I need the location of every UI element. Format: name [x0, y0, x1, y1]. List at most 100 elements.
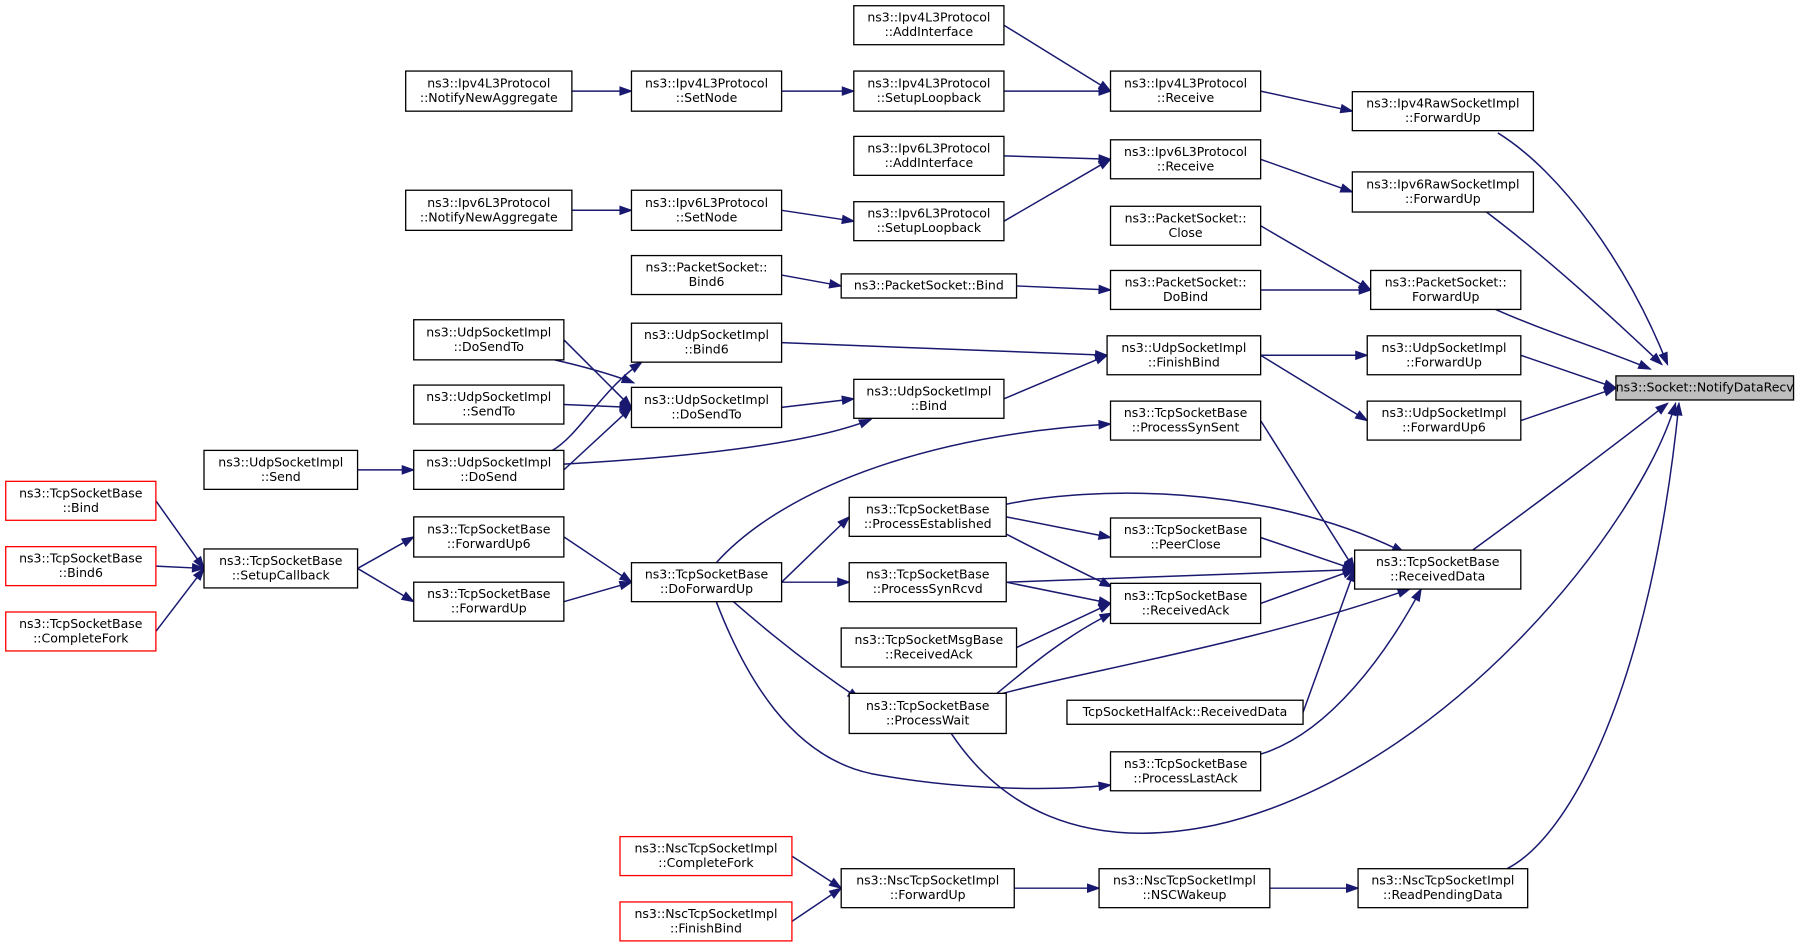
- call-edge-ipv6l3setnode-to-ipv6l3loop: [781, 209, 856, 225]
- function-node-udpsend[interactable]: ns3::UdpSocketImpl::Send: [203, 449, 359, 491]
- call-edge-tcpmsgack-to-tcprecvack: [1016, 602, 1113, 649]
- function-node-udpfwd6[interactable]: ns3::UdpSocketImpl::ForwardUp6: [1366, 400, 1522, 441]
- function-node-label: ::DoSendTo: [454, 339, 524, 354]
- function-node-nscwake[interactable]: ns3::NscTcpSocketImpl::NSCWakeup: [1098, 868, 1271, 909]
- function-node-pktbind[interactable]: ns3::PacketSocket::Bind: [840, 273, 1018, 299]
- call-edge-tcppeerclose-to-tcprecvdata: [1260, 536, 1357, 571]
- function-node-label: ns3::UdpSocketImpl: [426, 389, 551, 404]
- function-node-label: ::SetupLoopback: [877, 90, 982, 105]
- function-node-ipv4raw[interactable]: ns3::Ipv4RawSocketImpl::ForwardUp: [1351, 91, 1535, 132]
- function-node-label: Close: [1169, 225, 1203, 240]
- function-node-label: ns3::Ipv6L3Protocol: [427, 195, 550, 210]
- function-node-tcpdofwd[interactable]: ns3::TcpSocketBase::DoForwardUp: [630, 562, 783, 603]
- call-edge-udpdosend-to-udpbind: [563, 418, 873, 465]
- function-node-tcpfwd[interactable]: ns3::TcpSocketBase::ForwardUp: [413, 581, 565, 622]
- function-node-tcpmsgack[interactable]: ns3::TcpSocketMsgBase::ReceivedAck: [840, 627, 1018, 668]
- call-edge-tcpfwd6-to-tcpdofwd: [563, 536, 633, 584]
- function-node-label: ns3::UdpSocketImpl: [866, 383, 991, 398]
- function-node-udpbind[interactable]: ns3::UdpSocketImpl::Bind: [853, 378, 1005, 419]
- call-edge-tcprecvack-to-tcprecvdata: [1260, 568, 1357, 605]
- function-node-label: ::ForwardUp: [1405, 191, 1481, 206]
- function-node-root[interactable]: ns3::Socket::NotifyDataRecv: [1615, 375, 1795, 401]
- function-node-ipv6l3addif[interactable]: ns3::Ipv6L3Protocol::AddInterface: [853, 135, 1005, 176]
- function-node-label: ::ForwardUp6: [447, 536, 531, 551]
- function-node-nscread[interactable]: ns3::NscTcpSocketImpl::ReadPendingData: [1357, 868, 1529, 909]
- function-node-tcpestab[interactable]: ns3::TcpSocketBase::ProcessEstablished: [848, 496, 1007, 537]
- function-node-nsccomplete[interactable]: ns3::NscTcpSocketImpl::CompleteFork: [619, 835, 793, 877]
- function-node-udpdosend[interactable]: ns3::UdpSocketImpl::DoSend: [413, 449, 565, 491]
- function-node-halfack[interactable]: TcpSocketHalfAck::ReceivedData: [1066, 699, 1304, 725]
- call-edge-udpdosendto2-to-udpbind: [781, 395, 856, 409]
- call-edge-nscfwd-to-nscwake: [1014, 883, 1101, 894]
- call-edge-udpfinish-to-udpfwd: [1260, 350, 1369, 361]
- function-node-tcppeerclose[interactable]: ns3::TcpSocketBase::PeerClose: [1109, 517, 1262, 558]
- function-node-label: ::AddInterface: [885, 24, 974, 39]
- call-edge-tcprecvdata-to-root: [1472, 402, 1669, 551]
- function-node-tcpcomplete[interactable]: ns3::TcpSocketBase::CompleteFork: [5, 611, 157, 652]
- function-node-pktbind6[interactable]: ns3::PacketSocket::Bind6: [630, 254, 783, 296]
- function-node-tcpfwd6[interactable]: ns3::TcpSocketBase::ForwardUp6: [413, 516, 565, 558]
- call-edge-tcpsetupcb-to-tcpfwd: [357, 567, 416, 603]
- call-edge-udpdosendto-to-udpdosendto2: [563, 339, 633, 409]
- function-node-udpbind6[interactable]: ns3::UdpSocketImpl::Bind6: [630, 322, 783, 363]
- function-node-label: ns3::TcpSocketBase: [866, 567, 990, 582]
- function-node-label: ::ReceivedAck: [1142, 602, 1230, 617]
- function-node-tcpbind[interactable]: ns3::TcpSocketBase::Bind: [5, 480, 157, 521]
- function-node-label: ::AddInterface: [885, 155, 974, 170]
- function-node-label: ::FinishBind: [1148, 354, 1220, 369]
- function-node-udpdosendto[interactable]: ns3::UdpSocketImpl::DoSendTo: [413, 319, 565, 361]
- function-node-label: ns3::UdpSocketImpl: [218, 454, 343, 469]
- function-node-tcpsynrcvd[interactable]: ns3::TcpSocketBase::ProcessSynRcvd: [848, 562, 1007, 603]
- function-node-ipv4l3loop[interactable]: ns3::Ipv4L3Protocol::SetupLoopback: [853, 70, 1005, 112]
- function-node-label: ns3::TcpSocketBase: [19, 551, 143, 566]
- call-edge-udpsend-to-udpdosend: [357, 465, 416, 475]
- call-edge-ipv6l3nna-to-ipv6l3setnode: [571, 205, 634, 216]
- call-edge-tcpdofwd-to-tcpestab: [781, 515, 851, 583]
- call-edge-halfack-to-tcprecvdata: [1302, 567, 1356, 713]
- function-node-ipv6l3loop[interactable]: ns3::Ipv6L3Protocol::SetupLoopback: [853, 201, 1005, 242]
- function-node-label: ns3::TcpSocketBase: [19, 485, 143, 500]
- function-node-udpdosendto2[interactable]: ns3::UdpSocketImpl::DoSendTo: [630, 386, 783, 429]
- function-node-tcpbind6[interactable]: ns3::TcpSocketBase::Bind6: [5, 546, 157, 587]
- function-node-tcpsetupcb[interactable]: ns3::TcpSocketBase::SetupCallback: [203, 548, 359, 589]
- function-node-udpsendto[interactable]: ns3::UdpSocketImpl::SendTo: [413, 384, 565, 425]
- function-node-pktclose[interactable]: ns3::PacketSocket::Close: [1109, 205, 1262, 246]
- call-edge-ipv6raw-to-root: [1485, 211, 1664, 366]
- function-node-tcpsynsent[interactable]: ns3::TcpSocketBase::ProcessSynSent: [1109, 400, 1262, 441]
- function-node-ipv6l3recv[interactable]: ns3::Ipv6L3Protocol::Receive: [1109, 139, 1262, 180]
- function-node-label: ::PeerClose: [1151, 536, 1221, 551]
- function-node-label: ::CompleteFork: [33, 630, 129, 645]
- function-node-nscfinish[interactable]: ns3::NscTcpSocketImpl::FinishBind: [619, 901, 793, 942]
- function-node-tcprecvdata[interactable]: ns3::TcpSocketBase::ReceivedData: [1353, 549, 1522, 590]
- function-node-label: ns3::TcpSocketBase: [1124, 756, 1248, 771]
- call-edge-pktbind-to-pktdobind: [1016, 284, 1113, 295]
- function-node-label: ns3::Ipv6L3Protocol: [645, 195, 768, 210]
- function-node-pktdobind[interactable]: ns3::PacketSocket::DoBind: [1109, 269, 1262, 311]
- function-node-tcplastack[interactable]: ns3::TcpSocketBase::ProcessLastAck: [1109, 751, 1262, 792]
- function-node-pktfwd[interactable]: ns3::PacketSocket::ForwardUp: [1370, 269, 1522, 311]
- function-node-ipv4l3recv[interactable]: ns3::Ipv4L3Protocol::Receive: [1109, 70, 1262, 112]
- function-node-ipv4l3addif[interactable]: ns3::Ipv4L3Protocol::AddInterface: [853, 5, 1005, 46]
- call-edge-tcpestab-to-tcprecvack: [1005, 533, 1114, 588]
- function-node-udpfwd[interactable]: ns3::UdpSocketImpl::ForwardUp: [1366, 335, 1522, 376]
- function-node-label: ::ProcessLastAck: [1133, 770, 1238, 785]
- function-node-label: ns3::UdpSocketImpl: [1382, 340, 1507, 355]
- function-node-label: ns3::TcpSocketBase: [1376, 554, 1500, 569]
- function-node-label: ::Receive: [1157, 90, 1215, 105]
- function-node-ipv4l3setnode[interactable]: ns3::Ipv4L3Protocol::SetNode: [630, 70, 783, 112]
- function-node-label: ::ForwardUp: [890, 887, 966, 902]
- function-node-ipv6l3setnode[interactable]: ns3::Ipv6L3Protocol::SetNode: [630, 189, 783, 232]
- function-node-ipv4l3nna[interactable]: ns3::Ipv4L3Protocol::NotifyNewAggregate: [405, 70, 573, 112]
- call-edge-ipv4l3nna-to-ipv4l3setnode: [571, 86, 634, 96]
- function-node-udpfinish[interactable]: ns3::UdpSocketImpl::FinishBind: [1106, 335, 1262, 376]
- function-node-ipv6l3nna[interactable]: ns3::Ipv6L3Protocol::NotifyNewAggregate: [405, 189, 573, 232]
- function-node-tcprecvack[interactable]: ns3::TcpSocketBase::ReceivedAck: [1109, 582, 1262, 625]
- call-edge-tcpsynrcvd-to-tcprecvack: [1006, 581, 1113, 606]
- function-node-label: ns3::NscTcpSocketImpl: [1371, 873, 1514, 888]
- function-node-tcpwait[interactable]: ns3::TcpSocketBase::ProcessWait: [848, 692, 1007, 735]
- function-node-nscfwd[interactable]: ns3::NscTcpSocketImpl::ForwardUp: [840, 868, 1015, 909]
- function-node-label: ::ReceivedAck: [885, 647, 973, 662]
- call-edge-udpdosend-to-udpdosendto2: [563, 406, 633, 471]
- function-node-ipv6raw[interactable]: ns3::Ipv6RawSocketImpl::ForwardUp: [1351, 171, 1535, 213]
